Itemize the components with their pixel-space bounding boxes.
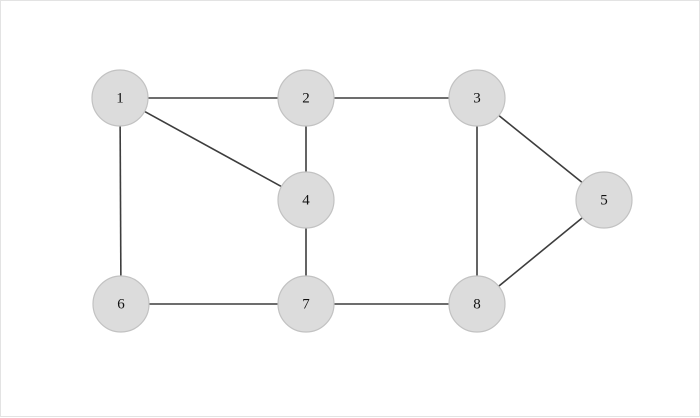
graph-node-circle-3[interactable]: [448, 69, 506, 127]
graph-node-label-4: 4: [302, 192, 310, 208]
graph-node-circle-5[interactable]: [575, 171, 633, 229]
graph-node-circle-7[interactable]: [277, 275, 335, 333]
graph-node-label-3: 3: [473, 90, 481, 106]
graph-node-1[interactable]: 1: [91, 69, 149, 127]
graph-node-5[interactable]: 5: [575, 171, 633, 229]
graph-node-8[interactable]: 8: [448, 275, 506, 333]
graph-node-circle-1[interactable]: [91, 69, 149, 127]
graph-node-circle-2[interactable]: [277, 69, 335, 127]
graph-node-7[interactable]: 7: [277, 275, 335, 333]
graph-edge-5-8: [497, 216, 584, 288]
graph-node-label-7: 7: [302, 296, 310, 312]
graph-edge-1-6: [119, 124, 122, 278]
graph-edge-1-4: [143, 110, 283, 188]
graph-edge-3-5: [497, 114, 584, 184]
graph-node-circle-8[interactable]: [448, 275, 506, 333]
edge-layer: [119, 97, 584, 305]
graph-node-label-2: 2: [302, 90, 310, 106]
graph-node-4[interactable]: 4: [277, 171, 335, 229]
graph-node-label-1: 1: [116, 90, 124, 106]
graph-node-3[interactable]: 3: [448, 69, 506, 127]
graph-node-label-6: 6: [117, 296, 125, 312]
node-layer: 1 2 3 4 5 6 7 8: [91, 69, 633, 333]
graph-node-circle-4[interactable]: [277, 171, 335, 229]
graph-node-circle-6[interactable]: [92, 275, 150, 333]
graph-node-label-5: 5: [600, 192, 608, 208]
graph-node-2[interactable]: 2: [277, 69, 335, 127]
graph-node-label-8: 8: [473, 296, 481, 312]
graph-node-6[interactable]: 6: [92, 275, 150, 333]
